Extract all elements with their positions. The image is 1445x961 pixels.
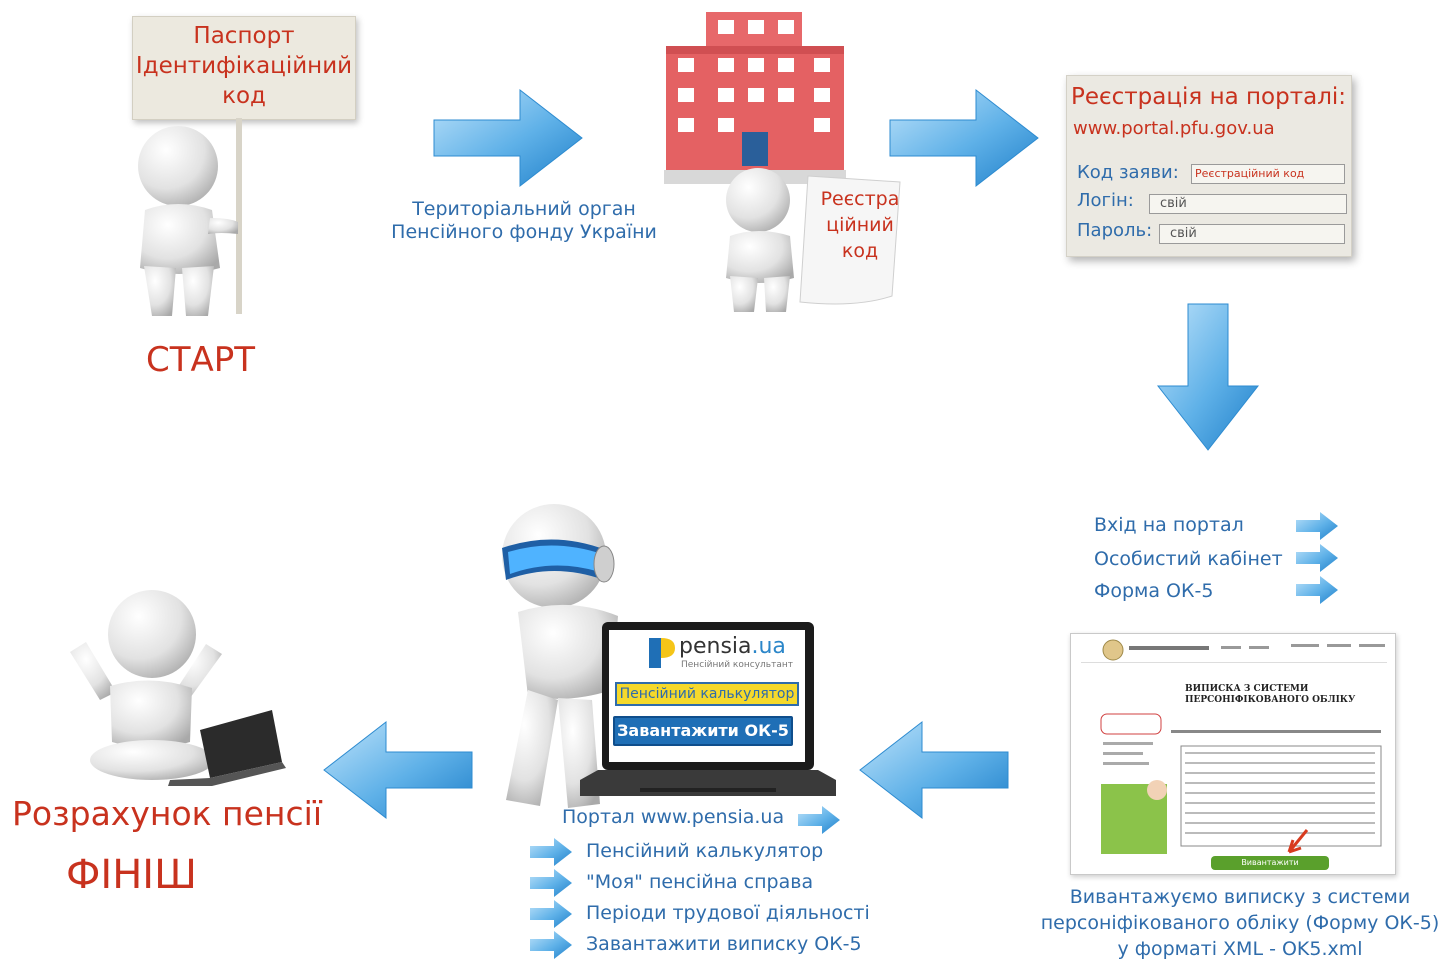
pensia-portal-label[interactable]: Портал www.pensia.ua (562, 806, 785, 828)
calculator-button[interactable]: Пенсійний калькулятор (615, 682, 799, 706)
step-login: Вхід на портал (1094, 514, 1244, 536)
arrow-right-icon (889, 88, 1039, 188)
sign-line-passport: Паспорт (193, 23, 295, 49)
finish-caption: Розрахунок пенсії (12, 794, 322, 833)
bullet-arrows-icon (530, 838, 572, 959)
login-field[interactable]: свій (1149, 194, 1347, 214)
paper-sheet-icon (799, 175, 901, 305)
arrow-right-icon (433, 88, 583, 188)
login-label: Логін: (1077, 190, 1134, 211)
card-url[interactable]: www.portal.pfu.gov.ua (1073, 118, 1275, 139)
password-label: Пароль: (1077, 220, 1153, 241)
pension-fund-building-icon (664, 12, 846, 184)
feature-work-periods[interactable]: Періоди трудової діяльності (586, 902, 870, 924)
card-title: Реєстрація на порталі: (1071, 84, 1347, 110)
office-caption: Територіальний орган Пенсійного фонду Ук… (391, 198, 657, 243)
sign-line-code: код (222, 83, 266, 109)
feature-calculator[interactable]: Пенсійний калькулятор (586, 840, 824, 862)
download-ok5-button[interactable]: Завантажити ОК-5 (613, 716, 793, 746)
feature-download-ok5[interactable]: Завантажити виписку ОК-5 (586, 933, 862, 955)
pensia-logo-text: pensia.ua (679, 634, 786, 659)
happy-person-laptop-icon (70, 590, 286, 786)
pensia-logo-subtitle: Пенсійний консультант (681, 660, 793, 670)
download-caption: Вивантажуємо виписку з системи персоніфі… (1040, 886, 1440, 960)
thumb-download-button: Вивантажити (1241, 858, 1299, 867)
sign-line-id: Ідентифікаційний (135, 53, 353, 79)
feature-my-case[interactable]: "Моя" пенсійна справа (586, 871, 814, 893)
arrow-left-icon (323, 720, 473, 820)
pensia-site-screen: pensia.ua Пенсійний консультант Пенсійни… (609, 630, 805, 762)
code-label: Код заяви: (1077, 162, 1179, 183)
person-icon (726, 168, 794, 312)
thumb-title: ВИПИСКА З СИСТЕМИ ПЕРСОНІФІКОВАНОГО ОБЛІ… (1185, 684, 1356, 705)
arrow-right-small-icon (798, 806, 840, 834)
arrow-left-icon (859, 720, 1009, 820)
step-cabinet: Особистий кабінет (1094, 548, 1283, 570)
pensia-logo-icon (649, 638, 675, 668)
paper-text: Реєстра ційний код (820, 188, 900, 262)
password-field[interactable]: свій (1159, 224, 1345, 244)
code-field[interactable]: Реєстраційний код (1191, 164, 1345, 184)
start-sign: Паспорт Ідентифікаційний код (132, 16, 356, 120)
small-arrows-icon (1296, 512, 1338, 604)
portal-registration-card: Реєстрація на порталі: www.portal.pfu.go… (1066, 75, 1352, 257)
person-with-sign-icon (138, 118, 242, 316)
ok5-page-preview (1081, 639, 1387, 870)
step-form: Форма ОК-5 (1094, 580, 1214, 602)
start-label: СТАРТ (146, 340, 256, 380)
arrow-down-icon (1156, 303, 1260, 451)
finish-label: ФІНІШ (66, 852, 197, 898)
ok5-page-screenshot: ВИПИСКА З СИСТЕМИ ПЕРСОНІФІКОВАНОГО ОБЛІ… (1070, 633, 1396, 875)
robot-figure-icon (502, 504, 618, 808)
